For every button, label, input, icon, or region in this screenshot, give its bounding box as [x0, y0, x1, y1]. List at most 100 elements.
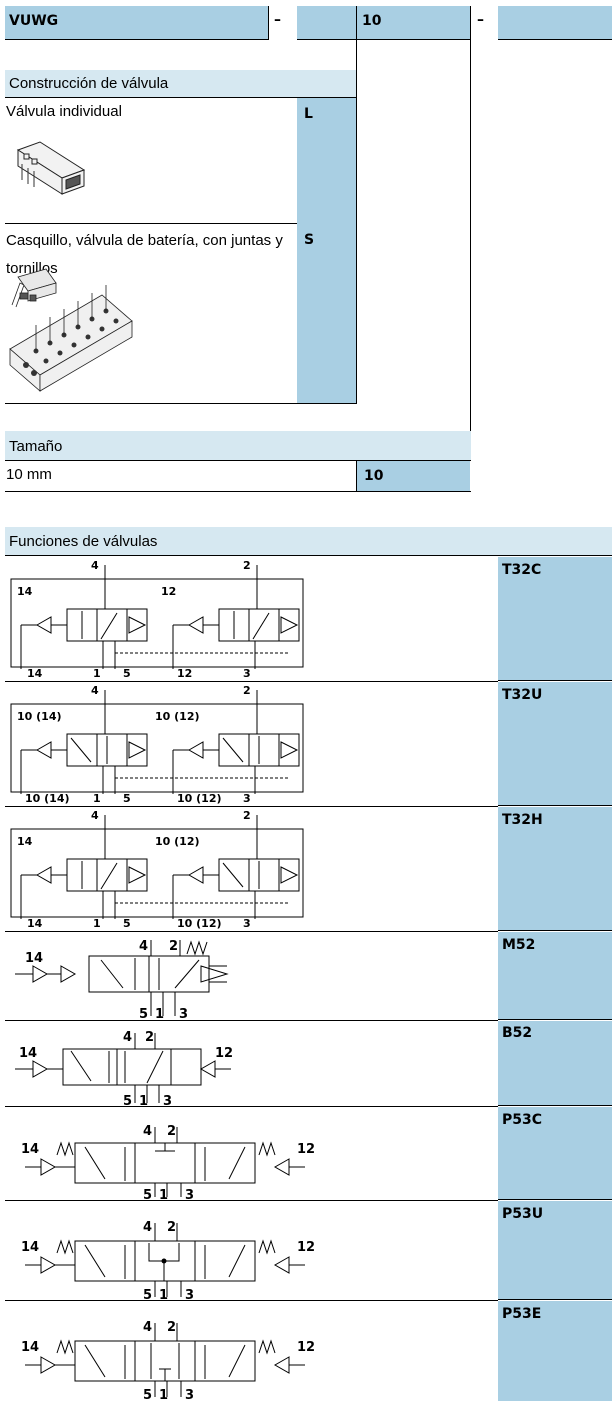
port-label: 14: [17, 585, 33, 598]
header-product-code: VUWG: [9, 13, 59, 29]
t32c-symbol: 4 2 14 12 14 1 5 12 3: [10, 559, 304, 680]
port-label: 4: [123, 1030, 132, 1045]
port-label: 3: [163, 1094, 172, 1106]
port-label: 12: [297, 1240, 315, 1255]
p53c-symbol: 14 12 4 2 5 1 3: [21, 1124, 315, 1200]
size-heading: Tamaño: [5, 431, 471, 461]
port-label: 5: [143, 1288, 152, 1300]
port-label: 4: [143, 1320, 152, 1335]
port-label: 2: [167, 1320, 176, 1335]
port-label: 14: [21, 1240, 39, 1255]
port-label: 2: [167, 1124, 176, 1139]
function-code-cell: [498, 932, 612, 1020]
construction-option-code: L: [304, 106, 313, 122]
function-code: B52: [502, 1025, 533, 1041]
construction-option-code: S: [304, 232, 315, 248]
port-label: 4: [91, 559, 99, 572]
port-label: 4: [91, 684, 99, 697]
port-label: 10 (12): [177, 917, 222, 930]
port-label: 5: [123, 667, 131, 680]
port-label: 12: [297, 1340, 315, 1355]
port-label: 2: [243, 684, 251, 697]
port-label: 1: [139, 1094, 148, 1106]
port-label: 5: [139, 1007, 148, 1020]
port-label: 5: [123, 917, 131, 930]
port-label: 14: [21, 1340, 39, 1355]
port-label: 1: [159, 1388, 168, 1401]
function-code: T32U: [502, 687, 543, 703]
port-label: 10 (14): [17, 710, 62, 723]
p53e-symbol: 14 12 4 2 5 1 3: [21, 1320, 315, 1401]
functions-heading-text: Funciones de válvulas: [9, 533, 158, 550]
function-code-cell: [498, 1107, 612, 1200]
header-size-code: 10: [362, 13, 382, 29]
construction-heading-text: Construcción de válvula: [9, 75, 169, 92]
function-code: T32C: [502, 562, 542, 578]
port-label: 4: [143, 1220, 152, 1235]
header-size-cell: [357, 6, 470, 40]
size-option-code-cell: [357, 461, 470, 491]
port-label: 14: [17, 835, 33, 848]
m52-symbol: 14 4 2 5 1 3: [15, 939, 229, 1020]
header-blank-cell: [297, 6, 356, 40]
port-label: 1: [93, 667, 101, 680]
t32u-symbol: 4 2 10 (14) 10 (12) 10 (14) 1 5 10 (12) …: [10, 684, 304, 805]
port-label: 12: [215, 1046, 233, 1061]
header-dash-1: –: [274, 12, 281, 28]
function-code: P53C: [502, 1112, 543, 1128]
port-label: 2: [169, 939, 178, 954]
port-label: 14: [27, 667, 43, 680]
port-label: 10 (14): [25, 792, 70, 805]
header-product-cell: [5, 6, 268, 40]
port-label: 12: [297, 1142, 315, 1157]
function-code-cell: [498, 1021, 612, 1106]
port-label: 1: [155, 1007, 164, 1020]
function-code: T32H: [502, 812, 543, 828]
port-label: 2: [145, 1030, 154, 1045]
b52-symbol: 14 12 4 2 5 1 3: [15, 1030, 233, 1106]
construction-option-code-cell: [297, 98, 356, 223]
port-label: 5: [123, 1094, 132, 1106]
port-label: 1: [159, 1288, 168, 1300]
port-label: 12: [177, 667, 192, 680]
single-valve-image: [16, 141, 86, 195]
port-label: 2: [167, 1220, 176, 1235]
port-label: 4: [143, 1124, 152, 1139]
t32h-symbol: 4 2 14 10 (12) 14 1 5 10 (12) 3: [10, 809, 304, 930]
port-label: 3: [243, 917, 251, 930]
functions-heading: Funciones de válvulas: [5, 527, 612, 556]
port-label: 5: [143, 1388, 152, 1401]
function-code: P53U: [502, 1206, 544, 1222]
port-label: 3: [185, 1188, 194, 1200]
function-code-cell: [498, 1201, 612, 1300]
port-label: 4: [91, 809, 99, 822]
port-label: 10 (12): [155, 710, 200, 723]
port-label: 3: [185, 1388, 194, 1401]
port-label: 14: [25, 951, 43, 966]
port-label: 2: [243, 809, 251, 822]
function-code-cell: [498, 682, 612, 806]
port-label: 1: [159, 1188, 168, 1200]
port-label: 14: [21, 1142, 39, 1157]
construction-heading: Construcción de válvula: [5, 70, 357, 98]
port-label: 14: [19, 1046, 37, 1061]
header-trailing-cell: [498, 6, 612, 40]
p53u-symbol: 14 12 4 2 5 1 3: [21, 1220, 315, 1300]
function-code-cell: [498, 1301, 612, 1401]
function-code: M52: [502, 937, 536, 953]
port-label: 1: [93, 792, 101, 805]
port-label: 5: [143, 1188, 152, 1200]
port-label: 3: [179, 1007, 188, 1020]
port-label: 12: [161, 585, 176, 598]
port-label: 5: [123, 792, 131, 805]
manifold-image: [9, 268, 133, 392]
construction-option-label: Válvula individual: [6, 103, 122, 120]
port-label: 3: [243, 667, 251, 680]
function-code-cell: [498, 557, 612, 681]
port-label: 14: [27, 917, 43, 930]
port-label: 3: [243, 792, 251, 805]
construction-option-code-cell: [297, 223, 356, 403]
size-option-label: 10 mm: [6, 466, 52, 483]
port-label: 2: [243, 559, 251, 572]
function-code-cell: [498, 807, 612, 931]
